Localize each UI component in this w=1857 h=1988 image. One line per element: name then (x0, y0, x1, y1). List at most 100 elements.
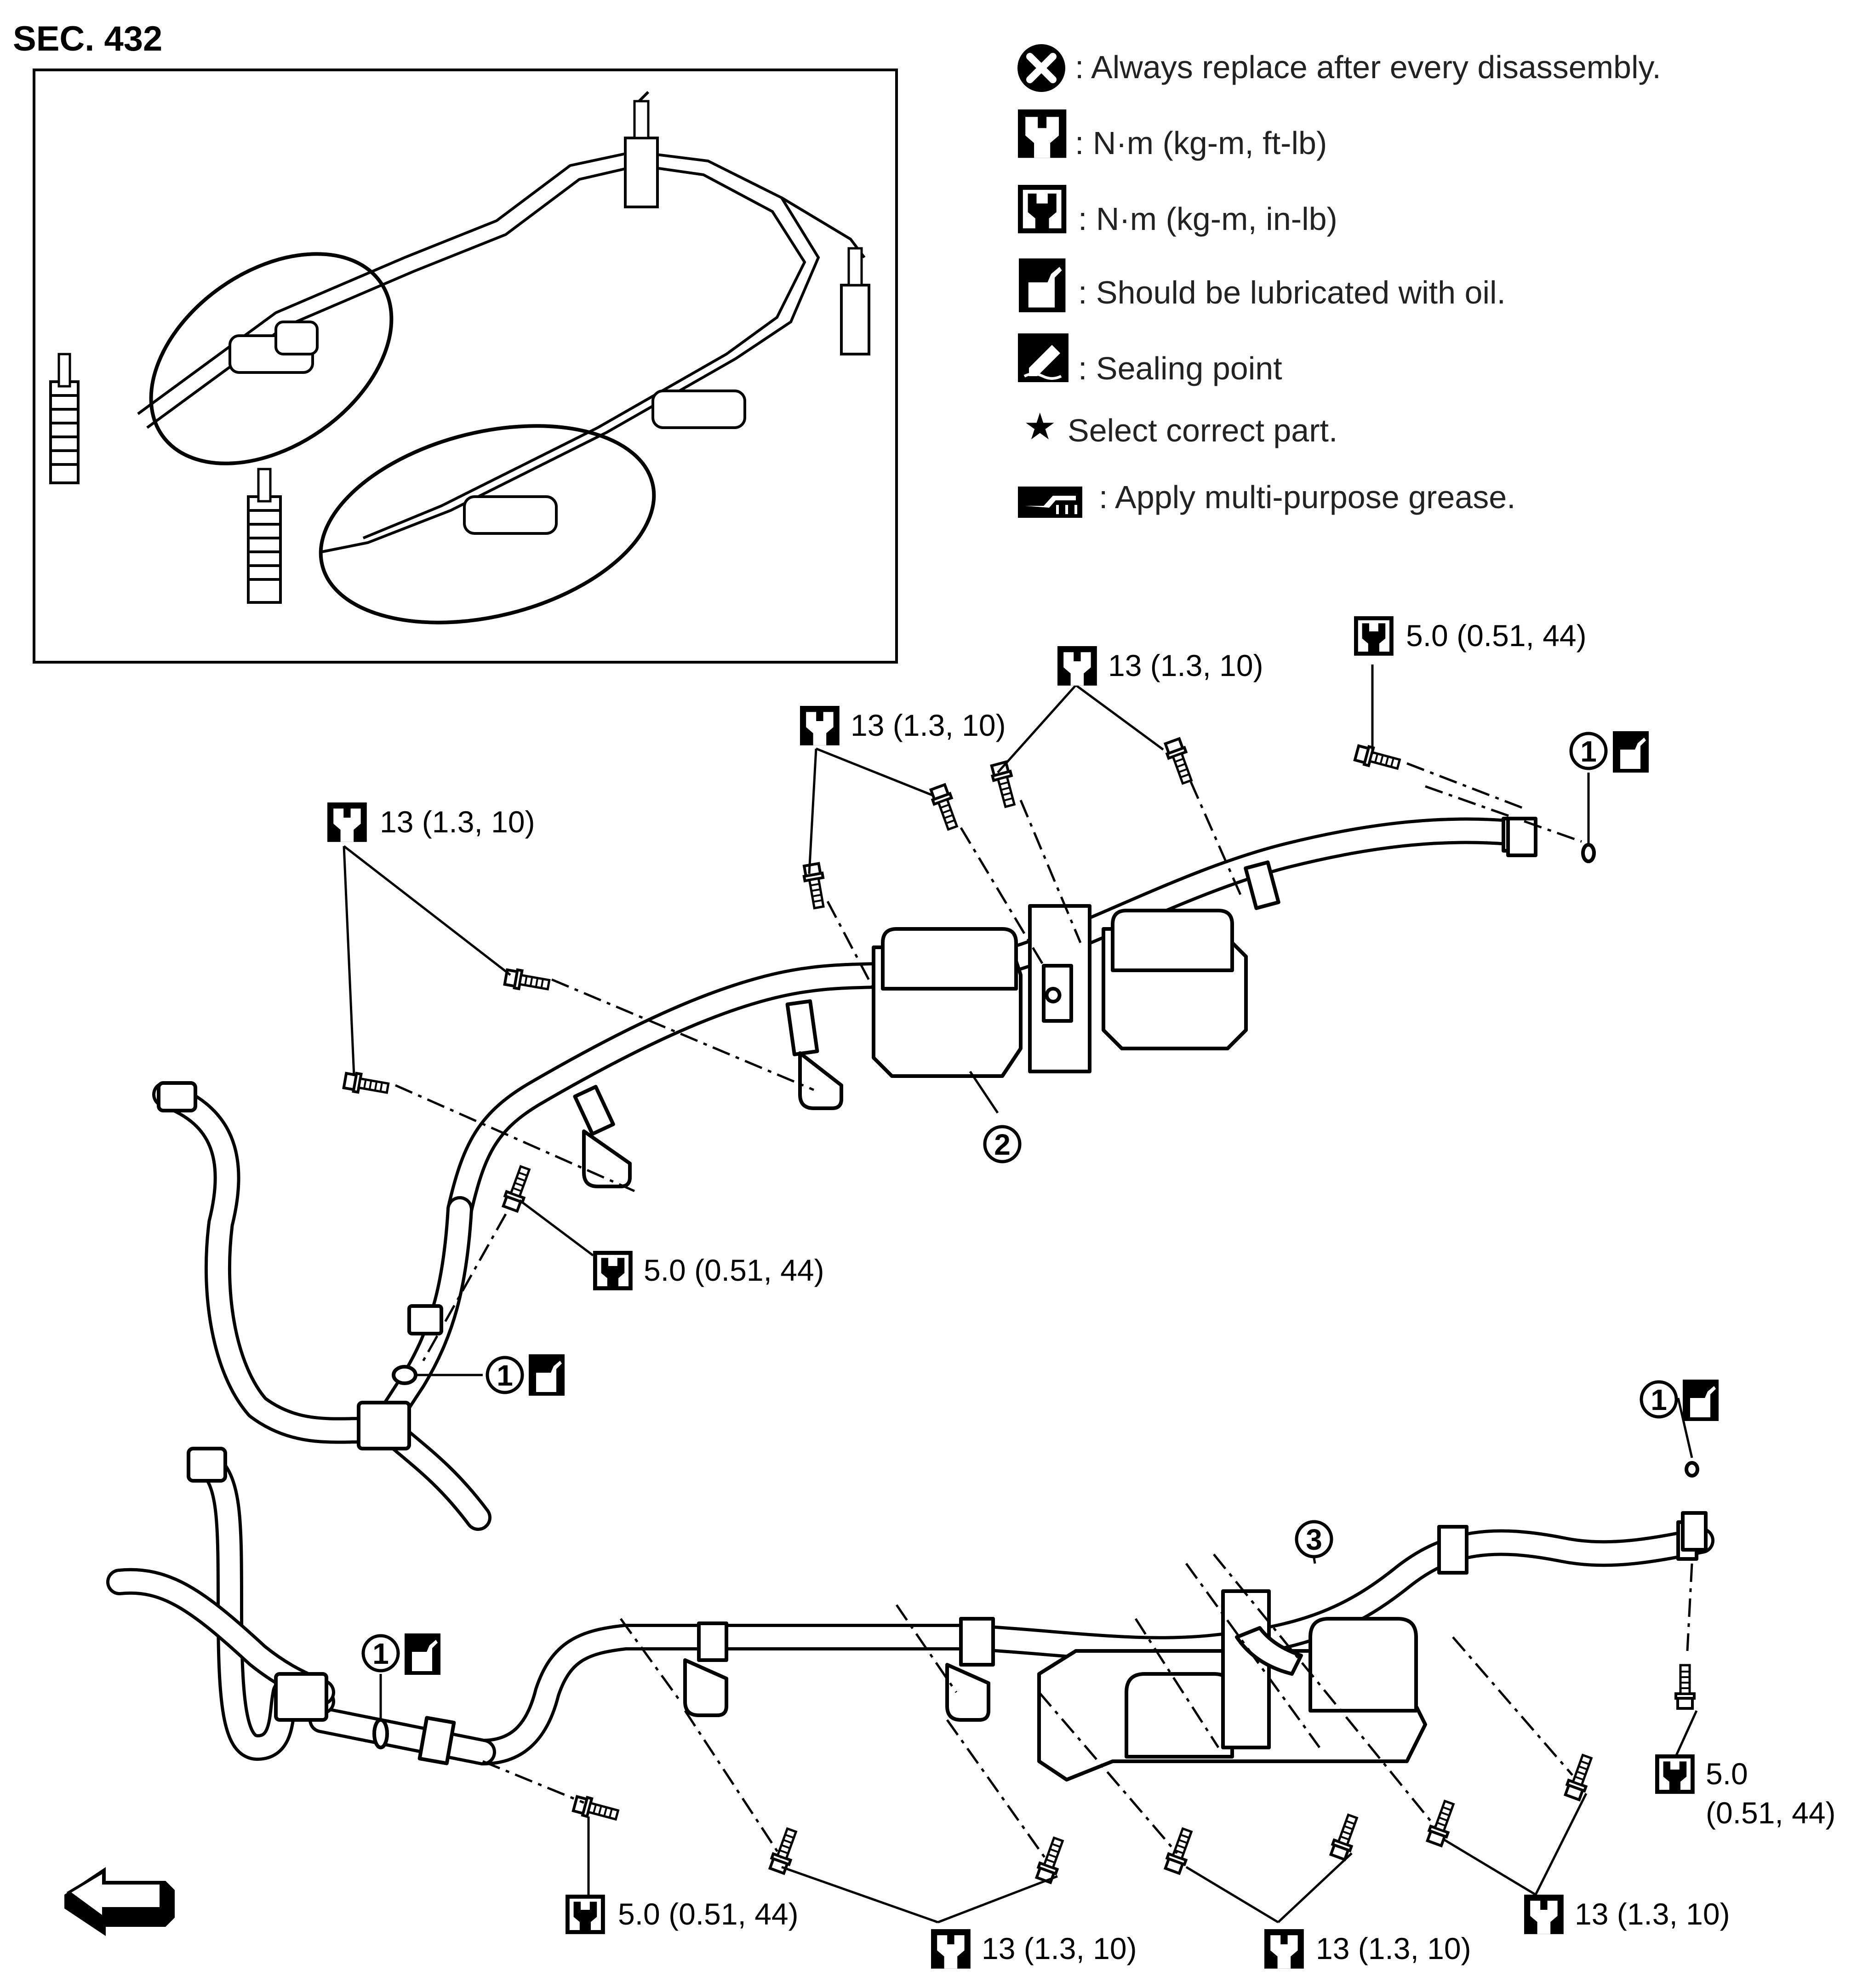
front-pipe-assembly (152, 817, 1596, 1531)
torque-label-front-4: 5.0 (0.51, 44) (1354, 616, 1587, 656)
torque-value: 5.0 (0.51, 44) (1406, 619, 1587, 653)
legend-item-inlb: : N·m (kg-m, in-lb) (1018, 185, 1337, 237)
star-icon: ★ (1023, 406, 1057, 447)
torque-value-bottom: (0.51, 44) (1706, 1796, 1836, 1830)
torque-value: 13 (1.3, 10) (380, 805, 535, 839)
bolt-front-4 (929, 784, 961, 831)
callout-2: 2 (983, 1125, 1022, 1163)
torque-wrench-ftlb-icon (1264, 1929, 1304, 1969)
bolt-rear-4 (1164, 1827, 1196, 1874)
rear-leaders (379, 1398, 1698, 1924)
callout-1-front-right: 1 (1569, 731, 1649, 773)
legend-item-replace: : Always replace after every disassembly… (1017, 44, 1661, 92)
torque-label-rear-5: 5.0 (0.51, 44) (1655, 1754, 1836, 1830)
callout-3: 3 (1295, 1520, 1333, 1558)
callout-1-front-left: 1 (486, 1354, 565, 1396)
bolt-front-7 (1354, 744, 1401, 773)
o-ring-rear (372, 1718, 389, 1749)
legend-item-select: ★ Select correct part. (1023, 406, 1337, 448)
callout-number: 1 (372, 1637, 389, 1670)
oil-can-icon (529, 1354, 565, 1396)
torque-wrench-ftlb-icon (800, 706, 840, 745)
callout-number: 1 (1580, 735, 1597, 768)
inset-accumulator-1 (229, 321, 319, 374)
bolt-rear-3 (1035, 1836, 1067, 1883)
bolt-front-5 (990, 762, 1019, 808)
torque-wrench-ftlb-icon (1057, 646, 1097, 686)
bolt-rear-1 (573, 1795, 619, 1824)
bolt-rear-6 (1426, 1799, 1458, 1846)
x-circle-icon (1017, 44, 1065, 92)
torque-value: 13 (1.3, 10) (1575, 1897, 1730, 1931)
shock-center (247, 468, 282, 604)
callout-number: 3 (1306, 1523, 1322, 1556)
torque-wrench-ftlb-icon (1524, 1895, 1564, 1934)
legend-item-ftlb: : N·m (kg-m, ft-lb) (1018, 109, 1327, 161)
torque-label-rear-2: 13 (1.3, 10) (931, 1929, 1137, 1969)
torque-value: 13 (1.3, 10) (1316, 1931, 1471, 1965)
legend-item-grease: : Apply multi-purpose grease. (1018, 479, 1516, 518)
callout-1-rear-right: 1 (1640, 1380, 1719, 1421)
bolt-rear-5 (1329, 1813, 1361, 1860)
torque-wrench-inlb-icon (1018, 185, 1067, 234)
oil-can-icon (1019, 258, 1066, 312)
accumulator-3 (1037, 1589, 1427, 1782)
callout-number: 1 (497, 1359, 513, 1392)
grease-icon (1018, 487, 1082, 518)
torque-wrench-ftlb-icon (327, 802, 367, 842)
callout-1-rear-left: 1 (361, 1633, 440, 1675)
legend-text-oil: : Should be lubricated with oil. (1078, 275, 1506, 310)
torque-wrench-inlb-icon (566, 1895, 605, 1934)
torque-value: 13 (1.3, 10) (851, 708, 1006, 742)
legend-item-sealing: : Sealing point (1018, 333, 1282, 386)
torque-value: 13 (1.3, 10) (982, 1931, 1137, 1965)
legend-text-ftlb: : N·m (kg-m, ft-lb) (1075, 125, 1327, 161)
legend-text-select: Select correct part. (1068, 412, 1337, 448)
rear-pipe-assembly (106, 1447, 1714, 1782)
o-ring-front (392, 1365, 417, 1385)
legend-text-replace: : Always replace after every disassembly… (1075, 49, 1661, 85)
front-left-fitting (357, 1401, 411, 1450)
torque-value: 13 (1.3, 10) (1108, 648, 1263, 682)
bolt-front-2 (343, 1071, 389, 1097)
torque-wrench-inlb-icon (1655, 1754, 1695, 1794)
torque-label-front-3: 13 (1.3, 10) (1057, 646, 1263, 686)
legend: : Always replace after every disassembly… (1017, 44, 1661, 518)
legend-text-inlb: : N·m (kg-m, in-lb) (1078, 201, 1337, 237)
front-leaders (343, 665, 1590, 1376)
shock-left (49, 353, 80, 484)
torque-wrench-inlb-icon (1354, 616, 1394, 656)
oil-can-icon (405, 1633, 440, 1675)
callout-number: 1 (1651, 1383, 1667, 1416)
oil-can-icon (1613, 731, 1649, 773)
torque-label-front-5: 5.0 (0.51, 44) (593, 1251, 824, 1290)
legend-text-sealing: : Sealing point (1078, 350, 1282, 386)
torque-wrench-ftlb-icon (1018, 109, 1067, 158)
bolt-front-6 (1164, 738, 1196, 785)
torque-value-top: 5.0 (1706, 1757, 1748, 1791)
torque-label-front-2: 13 (1.3, 10) (800, 706, 1006, 745)
sealing-point-icon (1018, 333, 1068, 382)
bolt-front-1 (504, 968, 550, 994)
inset-accumulator-3 (651, 390, 746, 429)
bolt-front-3 (802, 863, 828, 909)
bolt-rear-7 (1564, 1753, 1596, 1800)
overview-inset (33, 69, 898, 664)
torque-label-rear-4: 13 (1.3, 10) (1524, 1895, 1730, 1934)
torque-label-front-1: 13 (1.3, 10) (327, 802, 535, 842)
torque-wrench-ftlb-icon (931, 1929, 971, 1969)
torque-value: 5.0 (0.51, 44) (644, 1253, 824, 1287)
bolt-front-8 (502, 1165, 534, 1212)
front-arrow-icon (64, 1867, 175, 1936)
section-label: SEC. 432 (13, 19, 162, 58)
bolt-rear-8 (1676, 1665, 1694, 1708)
inset-accumulator-2 (463, 495, 558, 535)
inset-frame (33, 69, 898, 664)
accumulator-2 (872, 904, 1248, 1078)
shock-rear-left (624, 100, 659, 208)
torque-label-rear-3: 13 (1.3, 10) (1264, 1929, 1471, 1969)
legend-text-grease: : Apply multi-purpose grease. (1099, 479, 1516, 515)
oil-can-icon (1683, 1380, 1719, 1421)
callout-number: 2 (994, 1128, 1011, 1161)
